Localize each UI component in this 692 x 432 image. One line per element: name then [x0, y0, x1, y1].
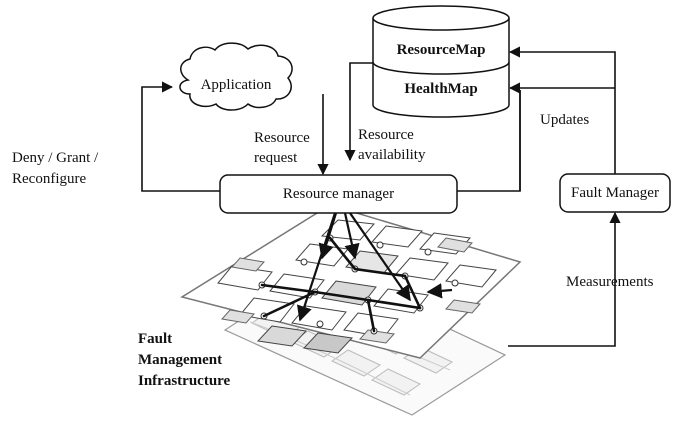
database-cylinder: [372, 5, 510, 118]
allocation-arrow-3: [343, 212, 360, 260]
allocation-arrow-5: [426, 283, 453, 299]
resource-availability-label-line2: availability: [358, 147, 426, 163]
deny-grant-label-line1: Deny / Grant /: [12, 150, 99, 166]
healthmap-label: HealthMap: [404, 81, 478, 97]
resource-availability-label-line1: Resource: [358, 127, 414, 143]
resource-request-label-line1: Resource: [254, 130, 310, 146]
fmi-label-line2: Management: [138, 352, 223, 368]
resource-manager-label: Resource manager: [282, 186, 395, 202]
allocation-arrow-2: [318, 212, 338, 260]
resource-request-label-line2: request: [254, 150, 298, 166]
deny-grant-arrow: [141, 81, 220, 192]
updates-arrow-resourcemap: [508, 46, 616, 174]
measurements-label: Measurements: [566, 274, 654, 290]
measurements-arrow: [508, 211, 621, 347]
fmi-label-line3: Infrastructure: [138, 373, 231, 389]
fmi-label-line1: Fault: [138, 331, 173, 347]
application-label: Application: [200, 77, 272, 93]
allocation-arrow-4: [349, 212, 411, 302]
noc-layer: [180, 204, 522, 359]
application-cloud: [179, 42, 293, 111]
resource-availability-arrow: [344, 62, 373, 162]
resourcemap-label: ResourceMap: [396, 42, 486, 58]
fault-manager-label: Fault Manager: [571, 185, 659, 201]
updates-label: Updates: [540, 112, 590, 128]
deny-grant-label-line2: Reconfigure: [12, 171, 87, 187]
resource-manager-box: [219, 174, 458, 214]
allocation-arrow-1: [296, 212, 337, 322]
